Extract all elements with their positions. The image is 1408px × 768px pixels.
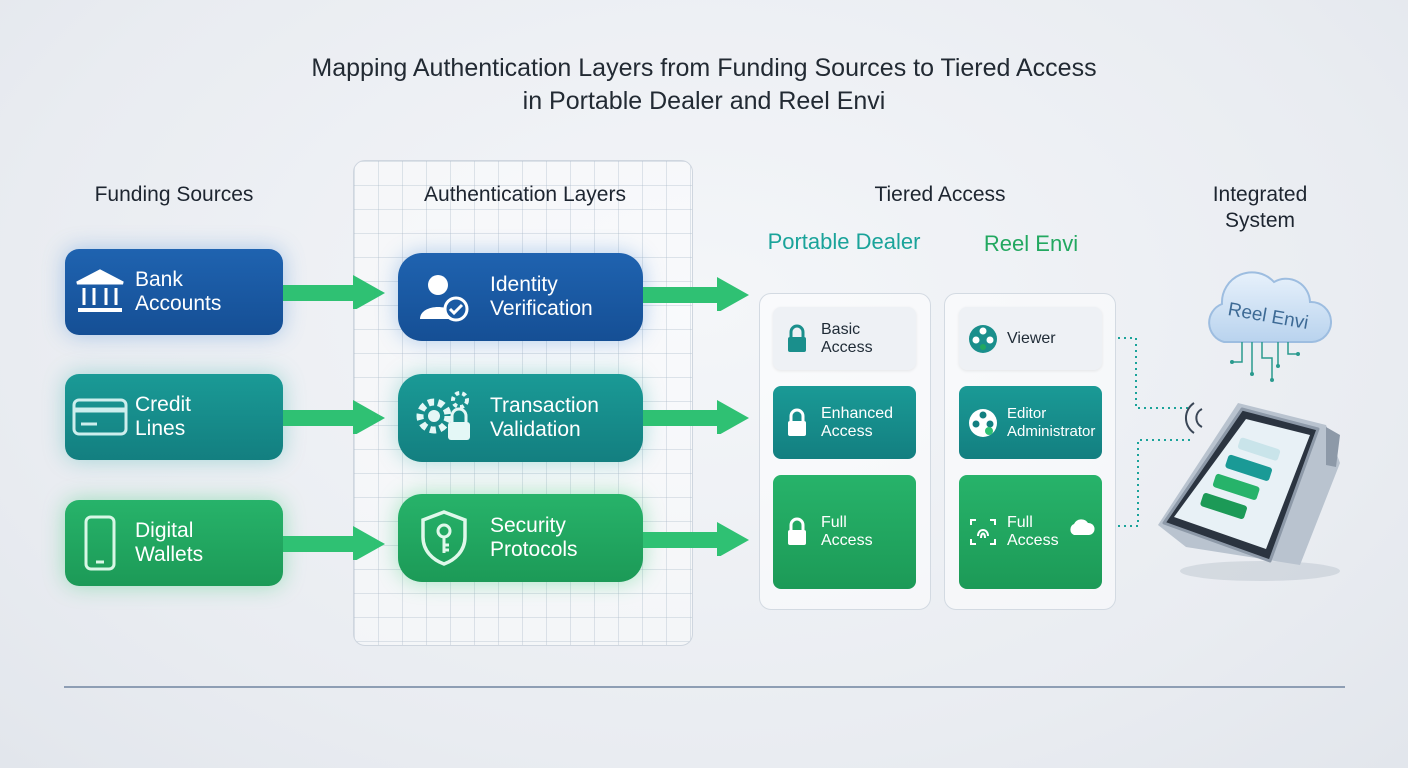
tier-line-2: Administrator: [1007, 422, 1096, 440]
funding-label: Digital Wallets: [135, 519, 204, 566]
auth-label: Transaction Validation: [490, 394, 599, 441]
lock-icon: [773, 517, 821, 547]
lock-icon: [773, 408, 821, 438]
arrow-bank-to-identity: [283, 275, 385, 309]
funding-label: Bank Accounts: [135, 268, 222, 315]
auth-label: Identity Verification: [490, 273, 593, 320]
tier-line-1: Basic: [821, 320, 861, 338]
auth-label: Security Protocols: [490, 514, 578, 561]
title-line-2: in Portable Dealer and Reel Envi: [522, 87, 886, 115]
film-reel-icon: [959, 323, 1007, 355]
funding-card-digital-wallets[interactable]: Digital Wallets: [65, 500, 283, 586]
connector-lines: [1118, 337, 1190, 527]
funding-sources-heading: Funding Sources: [94, 183, 254, 206]
page-title: Mapping Authentication Layers from Fundi…: [0, 52, 1408, 118]
auth-card-security-protocols[interactable]: Security Protocols: [398, 494, 643, 582]
re-tier-editor-administrator[interactable]: Editor Administrator: [959, 386, 1102, 459]
funding-card-bank-accounts[interactable]: Bank Accounts: [65, 249, 283, 335]
tiered-access-heading: Tiered Access: [874, 183, 1006, 206]
bottom-divider: [64, 686, 1345, 688]
portable-dealer-heading: Portable Dealer: [767, 229, 921, 254]
reel-envi-heading: Reel Envi: [983, 231, 1079, 256]
tier-line-1: Enhanced: [821, 404, 894, 422]
pos-terminal-icon: [1150, 395, 1350, 590]
arrow-identity-to-tiers: [643, 277, 749, 311]
auth-layers-heading: Authentication Layers: [424, 183, 626, 206]
credit-card-icon: [65, 397, 135, 437]
title-line-1: Mapping Authentication Layers from Fundi…: [311, 54, 1097, 82]
tier-line-2: Access: [821, 338, 873, 356]
lock-icon: [773, 324, 821, 354]
arrow-wallets-to-security: [283, 526, 385, 560]
gear-lock-icon: [398, 390, 490, 446]
arrow-transaction-to-tiers: [643, 400, 749, 434]
integrated-system-heading: Integrated System: [1212, 183, 1308, 232]
tier-line-1: Full: [821, 514, 847, 531]
reel-envi-cloud: Reel Envi: [1202, 262, 1333, 397]
shield-key-icon: [398, 509, 490, 567]
pd-tier-basic-access[interactable]: Basic Access: [773, 307, 916, 370]
fingerprint-icon: [959, 516, 1007, 548]
re-tier-viewer[interactable]: Viewer: [959, 307, 1102, 370]
user-check-icon: [398, 271, 490, 323]
tier-line-1: Editor: [1007, 404, 1047, 422]
smartphone-icon: [65, 514, 135, 572]
arrow-security-to-tiers: [643, 522, 749, 556]
cloud-icon: [1067, 517, 1095, 542]
arrow-credit-to-transaction: [283, 400, 385, 434]
bank-icon: [65, 267, 135, 317]
funding-label: Credit Lines: [135, 393, 192, 440]
auth-card-transaction-validation[interactable]: Transaction Validation: [398, 374, 643, 462]
tier-line-2: Access: [821, 422, 873, 440]
auth-card-identity-verification[interactable]: Identity Verification: [398, 253, 643, 341]
tier-line-1: Viewer: [1007, 329, 1056, 347]
pd-tier-enhanced-access[interactable]: Enhanced Access: [773, 386, 916, 459]
re-tier-full-access[interactable]: Full Access: [959, 475, 1102, 589]
funding-card-credit-lines[interactable]: Credit Lines: [65, 374, 283, 460]
tier-line-1: Full: [1007, 514, 1033, 531]
tier-line-2: Access: [1007, 532, 1059, 549]
pd-tier-full-access[interactable]: Full Access: [773, 475, 916, 589]
tier-line-2: Access: [821, 532, 873, 549]
film-reel-icon: [959, 407, 1007, 439]
